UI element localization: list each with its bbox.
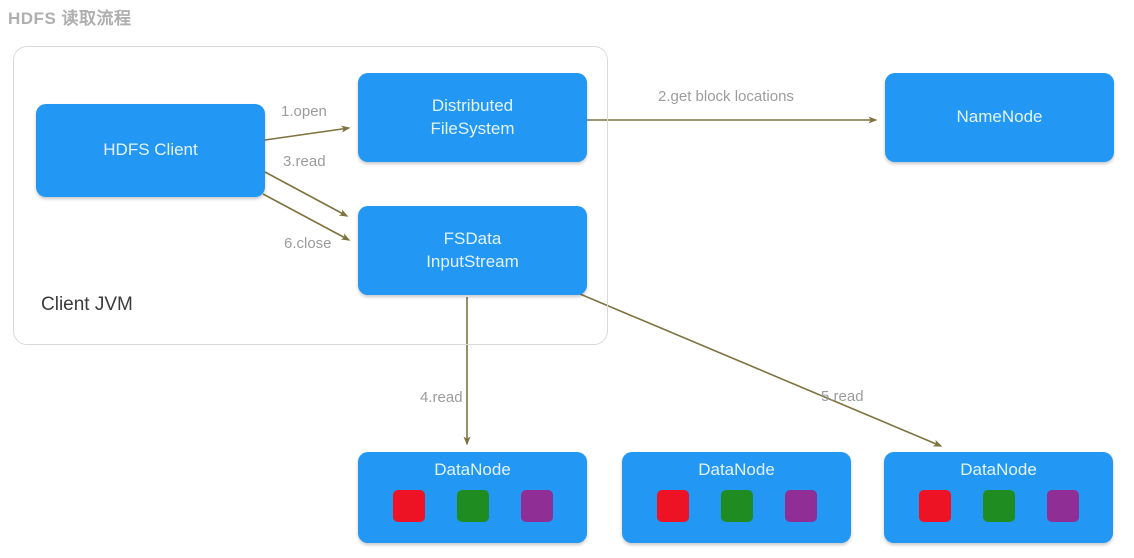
- data-block-red: [656, 489, 689, 522]
- data-block-green: [982, 489, 1015, 522]
- arrow-label-5-read: 5.read: [821, 388, 864, 405]
- data-block-purple: [1046, 489, 1079, 522]
- arrow-label-4-read: 4.read: [420, 389, 463, 406]
- node-namenode-label: NameNode: [956, 107, 1043, 127]
- data-block-purple: [784, 489, 817, 522]
- node-hdfs-client: HDFS Client: [36, 104, 265, 197]
- node-distributed-filesystem-label-line2: FileSystem: [430, 118, 515, 138]
- data-block-purple: [520, 489, 553, 522]
- data-block-red: [918, 489, 951, 522]
- arrow-label-3-read: 3.read: [283, 153, 326, 170]
- node-fsdata-inputstream-label-line2: InputStream: [426, 251, 519, 271]
- datanode-2-blocks: [656, 489, 817, 522]
- node-datanode-3: DataNode: [884, 452, 1113, 543]
- node-fsdata-inputstream-label-line1: FSData: [443, 228, 502, 248]
- page-title: HDFS 读取流程: [8, 9, 132, 28]
- datanode-1-blocks: [392, 489, 553, 522]
- arrow-5-read: [579, 293, 943, 447]
- data-block-green: [456, 489, 489, 522]
- data-block-green: [720, 489, 753, 522]
- arrow-label-2-get-block-locations: 2.get block locations: [658, 88, 794, 105]
- client-jvm-label: Client JVM: [41, 294, 133, 315]
- node-datanode-1-label: DataNode: [434, 460, 511, 479]
- arrow-label-6-close: 6.close: [284, 235, 332, 252]
- data-block-red: [392, 489, 425, 522]
- arrow-label-1-open: 1.open: [281, 103, 327, 120]
- datanode-3-blocks: [918, 489, 1079, 522]
- node-datanode-1: DataNode: [358, 452, 587, 543]
- node-distributed-filesystem-label-line1: Distributed: [431, 95, 514, 115]
- node-distributed-filesystem: Distributed FileSystem: [358, 73, 587, 162]
- node-datanode-3-label: DataNode: [960, 460, 1037, 479]
- node-namenode: NameNode: [885, 73, 1114, 162]
- node-fsdata-inputstream: FSData InputStream: [358, 206, 587, 295]
- client-jvm-container: Client JVM: [13, 46, 608, 345]
- node-hdfs-client-label: HDFS Client: [103, 140, 198, 160]
- node-datanode-2: DataNode: [622, 452, 851, 543]
- node-datanode-2-label: DataNode: [698, 460, 775, 479]
